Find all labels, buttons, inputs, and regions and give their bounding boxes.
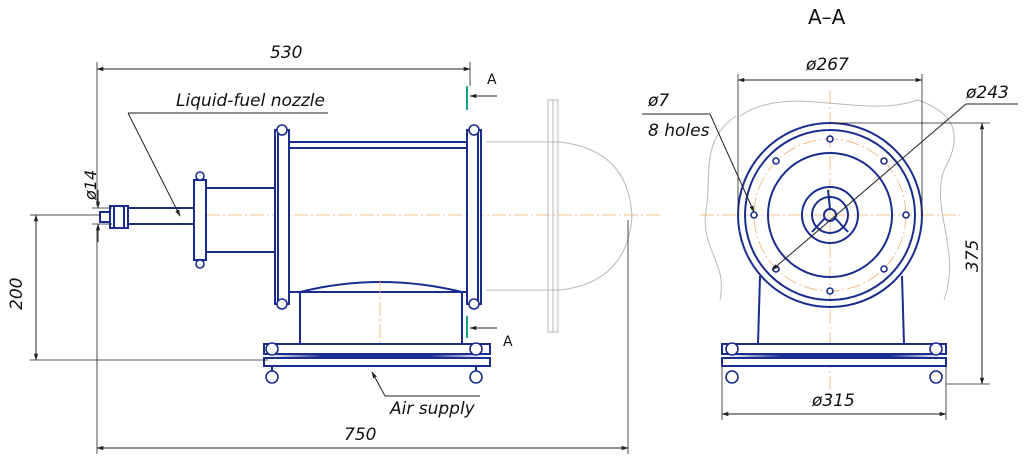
support-left — [757, 275, 761, 345]
bolt — [276, 124, 288, 136]
section-base-top — [721, 343, 947, 355]
bolt — [276, 298, 288, 310]
inner-bore — [767, 152, 893, 278]
label-liquid-fuel-nozzle: Liquid-fuel nozzle — [176, 91, 325, 111]
nozzle-flange — [193, 179, 207, 261]
air-inlet-arc — [299, 281, 463, 293]
section-base-bottom — [721, 357, 947, 367]
dim-diameter-14: ø14 — [81, 170, 100, 201]
dim-diameter-315: ø315 — [811, 391, 855, 411]
nozzle-nut — [109, 205, 129, 229]
base-plate-top — [263, 343, 491, 355]
dim-height-375: 375 — [963, 240, 983, 272]
break-outline — [704, 99, 955, 301]
section-letter-top: A — [487, 72, 497, 88]
dim-530: 530 — [270, 43, 302, 63]
section-title: A–A — [808, 5, 846, 29]
bolt — [468, 124, 480, 136]
label-air-supply: Air supply — [389, 399, 476, 419]
swirler-ring — [801, 186, 859, 244]
section-letter-bottom: A — [503, 334, 513, 350]
dim-750: 750 — [344, 425, 376, 445]
support-right — [901, 275, 905, 345]
side-view: A A 530 750 200 ø14 Liquid-fuel nozzle A… — [7, 43, 660, 454]
dim-diameter-243: ø243 — [965, 83, 1009, 103]
label-hole-count: 8 holes — [648, 121, 710, 141]
burner-body-outline — [486, 141, 633, 291]
liquid-fuel-nozzle — [127, 207, 195, 225]
dim-diameter-267: ø267 — [805, 55, 849, 75]
dim-hole-diameter-7: ø7 — [647, 91, 669, 111]
base-plate-bottom — [263, 357, 491, 367]
section-view: A–A — [642, 5, 1018, 420]
bolt — [468, 298, 480, 310]
dim-200: 200 — [7, 278, 27, 310]
dim-line-243 — [771, 103, 967, 271]
nozzle-tip — [99, 211, 111, 223]
